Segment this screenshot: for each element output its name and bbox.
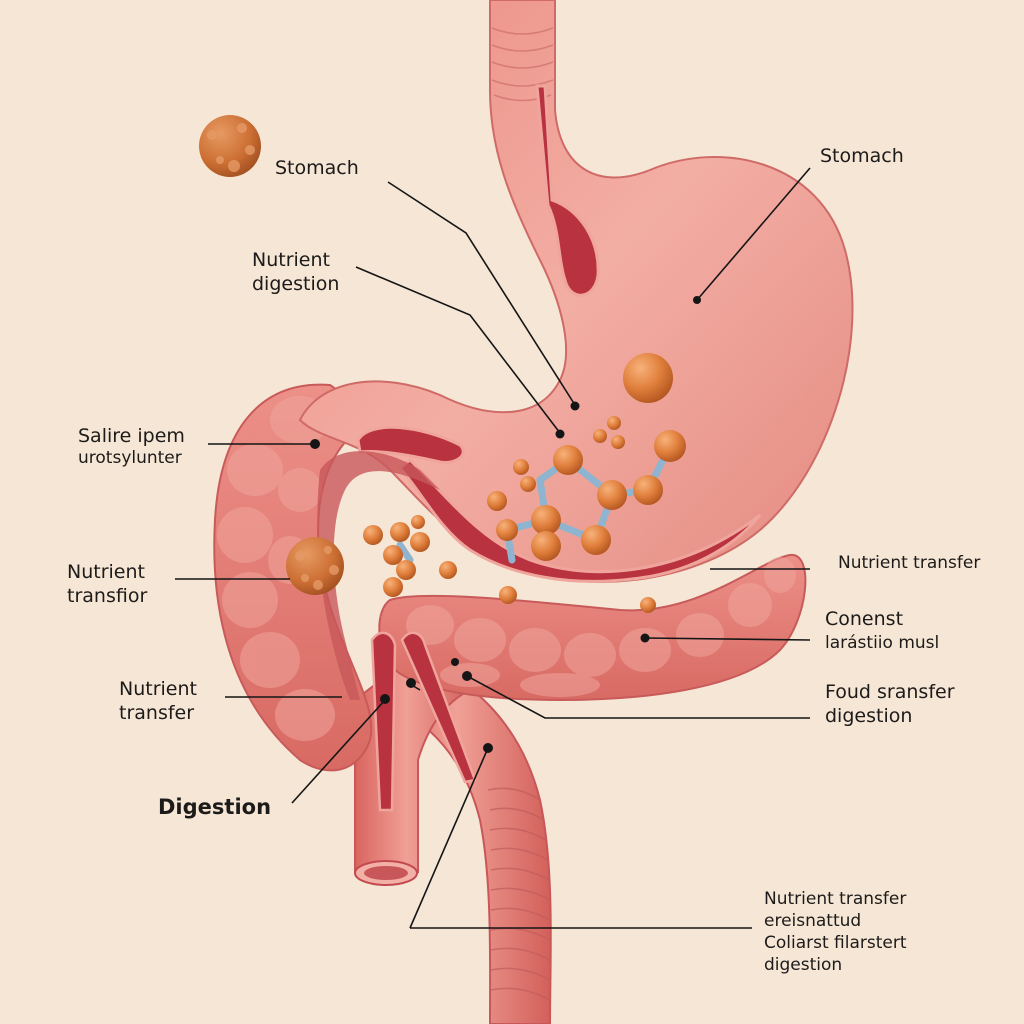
label-nutrient-transfer-bottom: Nutrient transfer ereisnattud Coliarst f… [764,889,907,975]
label-nutrient-digestion: Nutrient digestion [252,249,340,295]
leader-dots [310,296,701,753]
leader-lines [175,167,811,929]
label-salire-ipem: Salire ipem urotsylunter [78,425,185,468]
label-digestion: Digestion [158,795,272,819]
label-conenst: Conenst larástiio musl [825,608,940,653]
label-nutrient-transfer-left: Nutrient transfer [119,678,197,724]
nutrient-particle-large [199,115,344,595]
nutrient-molecule [363,353,686,613]
label-foud-sransfer: Foud sransfer digestion [825,681,955,727]
label-stomach-right: Stomach [820,145,904,167]
label-nutrient-transfer-right: Nutrient transfer [838,553,981,573]
colon-horizontal [378,553,807,702]
label-stomach-left: Stomach [275,157,359,179]
label-nutrient-transfior: Nutrient transfior [67,561,148,607]
stomach [298,0,854,812]
